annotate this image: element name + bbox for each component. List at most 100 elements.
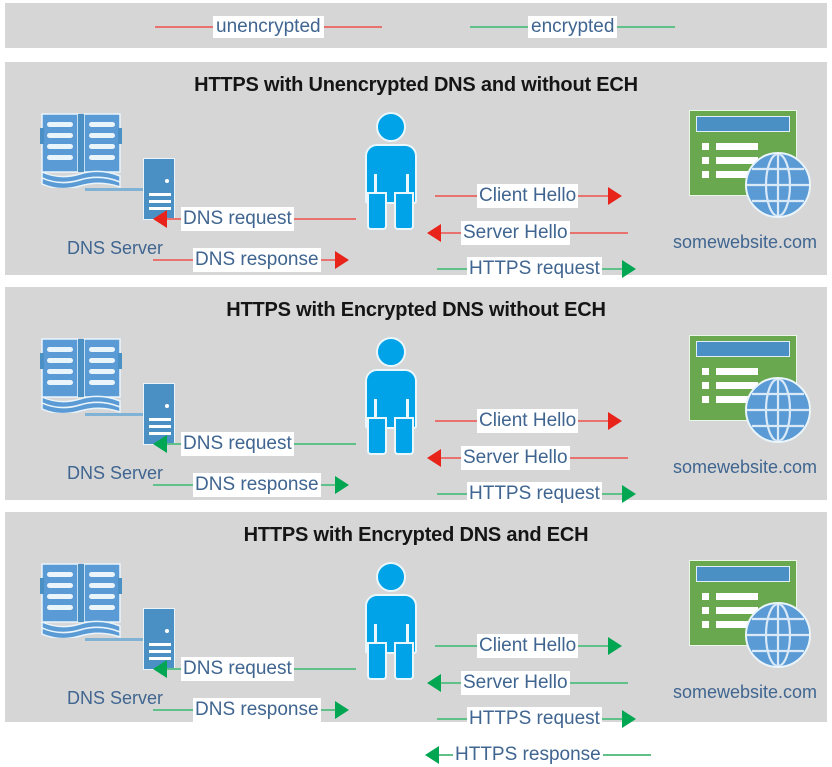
arrowhead-right-icon	[608, 412, 623, 430]
server-box-icon	[143, 608, 175, 670]
legend-line-right-icon	[323, 26, 382, 28]
arrowhead-left-icon	[427, 449, 441, 467]
server-slot-line	[149, 425, 171, 428]
globe-icon	[747, 154, 809, 216]
arrowhead-right-icon	[334, 701, 349, 719]
person-leg-icon	[367, 417, 387, 455]
website-node: somewebsite.com	[673, 560, 823, 702]
flow-arrow: HTTPS response	[425, 743, 651, 767]
website-node: somewebsite.com	[673, 110, 823, 252]
open-book-icon	[40, 338, 122, 415]
flow-label: HTTPS response	[453, 743, 603, 767]
dns-server-node: DNS Server	[35, 560, 195, 708]
scenario-panel: HTTPS with Encrypted DNS without ECH DNS…	[5, 287, 827, 542]
arrow-line	[569, 682, 628, 684]
arrowhead-right-icon	[334, 251, 349, 269]
flow-label: HTTPS request	[467, 707, 602, 731]
arrow-line	[293, 218, 356, 220]
open-book-icon	[40, 113, 122, 190]
flow-arrow: DNS response	[153, 473, 349, 497]
person-icon	[360, 562, 420, 680]
arrow-line	[578, 420, 609, 422]
flow-arrow: DNS request	[153, 657, 356, 681]
arrow-line	[602, 754, 651, 756]
arrowhead-left-icon	[153, 435, 167, 453]
arrow-line	[601, 718, 622, 720]
flow-arrow: DNS request	[153, 432, 356, 456]
flow-arrow: Client Hello	[435, 634, 623, 658]
server-slot-line	[149, 643, 171, 646]
flow-label: DNS response	[193, 698, 321, 722]
arrowhead-right-icon	[621, 485, 636, 503]
arrow-line	[441, 457, 461, 459]
arrowhead-left-icon	[153, 210, 167, 228]
arrowhead-right-icon	[608, 637, 623, 655]
flow-arrow: Server Hello	[427, 221, 628, 245]
arrow-line	[437, 718, 467, 720]
flow-arrow: HTTPS request	[437, 257, 636, 281]
flow-label: Client Hello	[477, 634, 579, 658]
person-icon	[360, 112, 420, 230]
arrow-line	[293, 443, 356, 445]
arrow-line	[569, 232, 628, 234]
scenario-panel: HTTPS with Encrypted DNS and ECH DNS Ser…	[5, 512, 827, 767]
arrowhead-left-icon	[427, 674, 441, 692]
server-connector-line	[85, 413, 143, 416]
person-head-icon	[376, 112, 406, 142]
arrow-line	[439, 754, 453, 756]
globe-icon	[747, 604, 809, 666]
arrow-line	[441, 232, 461, 234]
open-book-icon	[40, 335, 122, 415]
globe-icon	[745, 377, 811, 443]
legend-label: unencrypted	[213, 16, 324, 38]
flow-arrow: DNS response	[153, 698, 349, 722]
server-box-icon	[143, 158, 175, 220]
person-leg-icon	[367, 192, 387, 230]
server-indicator-dot	[165, 404, 169, 408]
flow-label: Server Hello	[461, 446, 570, 470]
panel-title: HTTPS with Encrypted DNS and ECH	[243, 524, 589, 546]
flow-label: DNS request	[181, 432, 294, 456]
arrowhead-right-icon	[621, 710, 636, 728]
person-arm-gap	[406, 624, 409, 658]
arrow-line	[153, 484, 193, 486]
flow-label: Server Hello	[461, 221, 570, 245]
globe-icon	[747, 379, 809, 441]
panel-title: HTTPS with Encrypted DNS without ECH	[226, 299, 606, 321]
arrowhead-left-icon	[425, 746, 439, 764]
arrowhead-left-icon	[153, 660, 167, 678]
open-book-icon	[40, 560, 122, 640]
flow-arrow: Server Hello	[427, 446, 628, 470]
person-arm-gap	[374, 174, 377, 208]
arrow-line	[153, 709, 193, 711]
dns-server-node: DNS Server	[35, 335, 195, 483]
arrow-line	[293, 668, 356, 670]
server-slot-line	[149, 657, 171, 660]
flow-label: DNS response	[193, 473, 321, 497]
arrow-line	[601, 268, 622, 270]
flow-label: DNS request	[181, 657, 294, 681]
browser-title-bar	[696, 116, 790, 132]
website-label: somewebsite.com	[672, 457, 818, 477]
flow-arrow: DNS response	[153, 248, 349, 272]
legend-item-unencrypted: unencrypted	[155, 16, 382, 38]
arrow-line	[435, 420, 477, 422]
flow-label: Client Hello	[477, 409, 579, 433]
browser-title-bar	[696, 341, 790, 357]
flow-arrow: HTTPS request	[437, 482, 636, 506]
scenario-panel: HTTPS with Unencrypted DNS and without E…	[5, 62, 827, 317]
browser-title-bar	[696, 566, 790, 582]
arrow-line	[320, 709, 335, 711]
arrow-line	[437, 493, 467, 495]
flow-label: DNS response	[193, 248, 321, 272]
server-slot-line	[149, 418, 171, 421]
flow-arrow: Client Hello	[435, 409, 623, 433]
person-leg-icon	[394, 642, 414, 680]
dns-server-label: DNS Server	[66, 238, 164, 258]
arrow-line	[167, 218, 181, 220]
flow-arrow: Server Hello	[427, 671, 628, 695]
arrow-line	[435, 195, 477, 197]
arrow-line	[578, 195, 609, 197]
person-arm-gap	[374, 624, 377, 658]
person-head-icon	[376, 562, 406, 592]
